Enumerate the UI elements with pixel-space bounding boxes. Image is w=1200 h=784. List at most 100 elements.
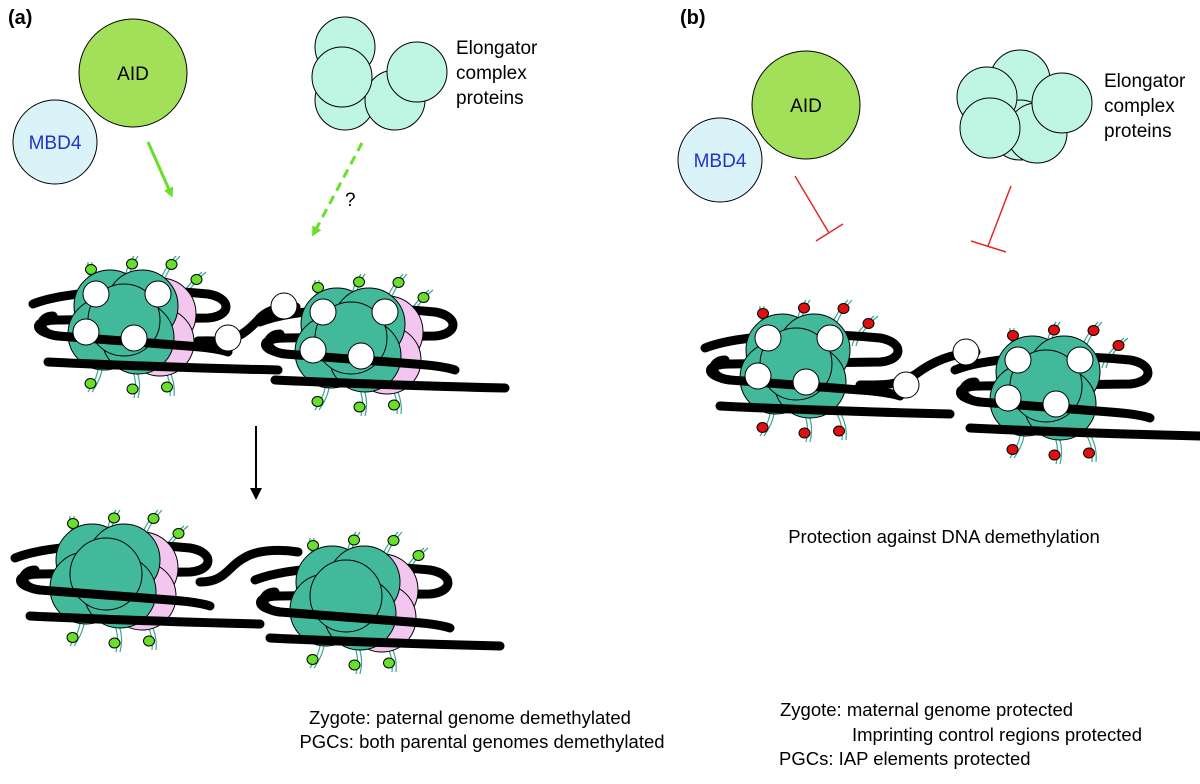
methyl-group — [1007, 330, 1019, 341]
methyl-group — [108, 512, 120, 524]
methyl-group — [312, 282, 324, 293]
methyl-group — [353, 276, 365, 288]
methyl-group — [412, 550, 425, 561]
methyl-group — [1048, 449, 1061, 461]
methyl-group — [1048, 324, 1060, 336]
dna-bead — [1066, 346, 1094, 374]
methyl-group — [417, 292, 430, 303]
dna-strand — [715, 401, 955, 419]
nucleosome-b-right — [950, 321, 1200, 465]
histone-tail — [1105, 337, 1129, 369]
methyl-group — [1006, 444, 1019, 455]
mbd4-label: MBD4 — [29, 133, 82, 154]
nucleosome-a-top-right — [255, 273, 510, 417]
elongator-label-b-2: complex — [1104, 96, 1175, 117]
methyl-group — [108, 637, 121, 649]
panel-a: (a) MBD4 AID Elongator complex proteins … — [8, 7, 665, 752]
methyl-group — [798, 302, 810, 314]
methyl-group — [388, 399, 400, 411]
panel-b: (b) MBD4 AID Elongator complex proteins … — [677, 7, 1186, 769]
elongator-inhibition — [970, 185, 1012, 253]
methyl-group — [126, 258, 138, 270]
methyl-group — [311, 396, 324, 407]
dna-bead — [270, 292, 298, 320]
methyl-group — [85, 264, 97, 275]
methyl-group — [1112, 340, 1125, 351]
dna-bead — [214, 324, 242, 352]
dna-bead — [347, 342, 375, 370]
caption-b-line-1: Zygote: maternal genome protected — [780, 699, 1073, 720]
caption-b-line-3: PGCs: IAP elements protected — [779, 748, 1031, 769]
methyl-group — [757, 308, 769, 319]
elongator-label-3: proteins — [456, 88, 524, 109]
dna-strand — [259, 587, 455, 633]
histone-tail — [855, 315, 879, 347]
methyl-group — [126, 383, 139, 395]
methyl-group — [147, 513, 160, 524]
nucleosome-a-bottom-right — [250, 531, 505, 675]
methyl-group — [387, 535, 400, 546]
methyl-group — [84, 378, 97, 389]
aid-inhibition — [794, 175, 844, 242]
dna-strand — [270, 375, 510, 393]
dna-strand — [25, 611, 265, 629]
methyl-group — [143, 635, 155, 647]
mbd4-label-b: MBD4 — [694, 151, 747, 172]
elongator-dashed-arrow — [312, 142, 364, 237]
methyl-group — [1083, 447, 1095, 459]
elongator-label-2: complex — [456, 63, 527, 84]
methyl-group — [837, 303, 850, 314]
elongator-label-b-1: Elongator — [1104, 71, 1186, 92]
methyl-group — [165, 259, 178, 270]
methyl-group — [66, 632, 79, 643]
dna-strand — [265, 633, 505, 651]
methyl-group — [190, 274, 203, 285]
panel-a-label: (a) — [8, 7, 32, 29]
dna-bead — [1004, 346, 1032, 374]
methyl-group — [67, 518, 79, 529]
aid-protein — [78, 18, 188, 128]
dna-bead — [120, 324, 148, 352]
aid-label: AID — [117, 64, 149, 85]
methyl-group — [348, 534, 360, 546]
elongator-label-1: Elongator — [456, 38, 538, 59]
caption-a-line-2: PGCs: both parental genomes demethylated — [299, 731, 664, 752]
aid-arrow — [146, 141, 174, 198]
methyl-group — [1087, 325, 1100, 336]
methyl-group — [161, 381, 173, 393]
dna-strand — [43, 357, 283, 375]
dna-bead — [792, 368, 820, 396]
methyl-group — [862, 318, 875, 329]
elongator-label-b-3: proteins — [1104, 121, 1172, 142]
dna-bead — [72, 318, 100, 346]
dna-bead — [371, 298, 399, 326]
dna-bead — [309, 298, 337, 326]
mbd4-protein — [677, 117, 763, 203]
dna-bead — [754, 324, 782, 352]
methyl-group — [307, 540, 319, 551]
nucleosome-a-top-left — [28, 255, 283, 399]
question-mark: ? — [345, 190, 356, 211]
methyl-group — [353, 401, 366, 413]
aid-label-b: AID — [790, 96, 822, 117]
nucleosome-b-left — [700, 299, 955, 443]
elongator-complex — [956, 49, 1093, 164]
nucleosome-a-bottom-left — [10, 509, 265, 653]
caption-a-line-1: Zygote: paternal genome demethylated — [309, 707, 631, 728]
dna-bead — [994, 384, 1022, 412]
dna-bead — [144, 280, 172, 308]
dna-bead — [82, 280, 110, 308]
dna-bead — [744, 362, 772, 390]
methyl-group — [306, 654, 319, 665]
aid-protein — [751, 50, 861, 160]
methyl-group — [798, 427, 811, 439]
methyl-group — [392, 277, 405, 288]
methyl-group — [172, 528, 185, 539]
methyl-group — [383, 657, 395, 669]
panel-b-label: (b) — [680, 7, 706, 29]
methyl-group — [756, 422, 769, 433]
dna-strand — [965, 423, 1200, 441]
methyl-group — [833, 425, 845, 437]
dna-bead — [892, 371, 920, 399]
